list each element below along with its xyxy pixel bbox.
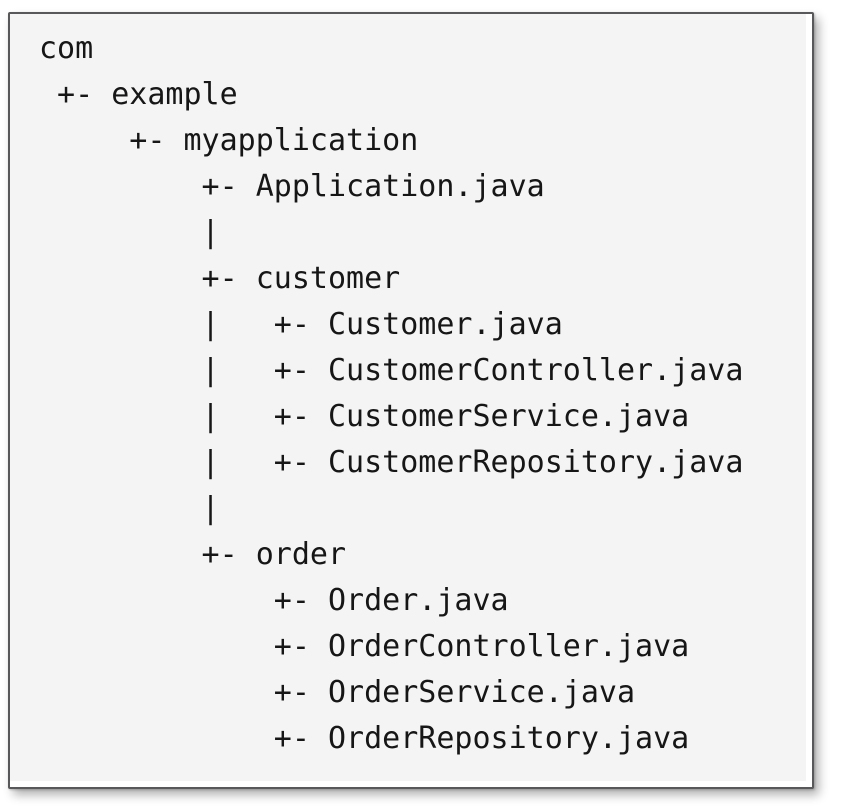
screenshot-frame: com +- example +- myapplication +- Appli… (8, 12, 814, 789)
directory-tree: com +- example +- myapplication +- Appli… (39, 31, 744, 756)
code-block: com +- example +- myapplication +- Appli… (10, 14, 806, 781)
